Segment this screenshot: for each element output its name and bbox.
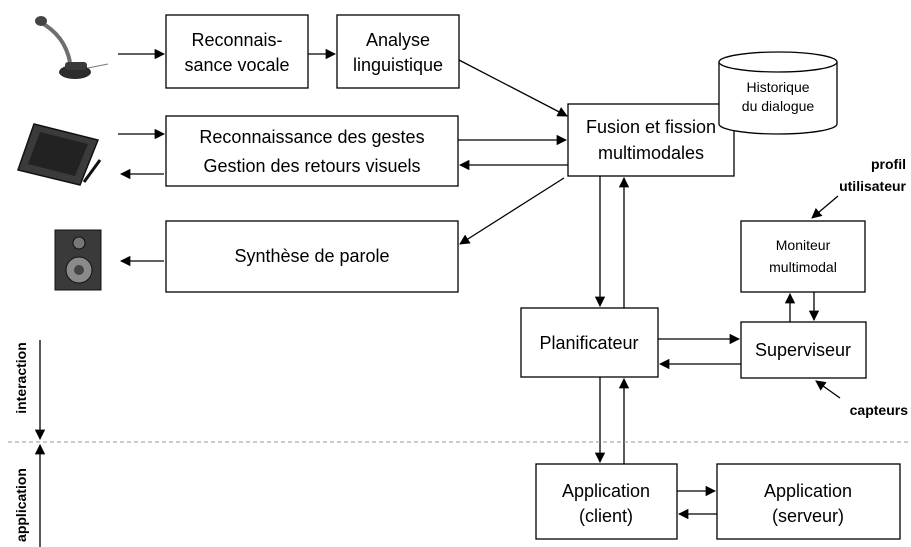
history-label-1: Historique: [746, 79, 809, 95]
monitor-label-1: Moniteur: [776, 237, 831, 253]
tablet-icon: [17, 123, 102, 186]
gesture-label-2: Gestion des retours visuels: [203, 156, 420, 176]
linguistic-analysis-label-2: linguistique: [353, 55, 443, 75]
monitor-box: Moniteur multimodal: [740, 220, 866, 293]
speech-synthesis-label: Synthèse de parole: [234, 246, 389, 266]
supervisor-box: Superviseur: [740, 321, 867, 379]
app-server-label-2: (serveur): [772, 506, 844, 526]
arrow-fusion-to-synthesis: [459, 177, 565, 245]
planner-box: Planificateur: [520, 307, 659, 378]
gesture-box: Reconnaissance des gestes Gestion des re…: [165, 115, 459, 187]
app-server-box: Application (serveur): [716, 463, 901, 540]
profile-label-2: utilisateur: [839, 178, 906, 194]
speech-synthesis-box: Synthèse de parole: [165, 220, 459, 293]
arrow-profile-to-monitor: [811, 195, 839, 219]
app-client-box: Application (client): [535, 463, 678, 540]
speech-recognition-label-2: sance vocale: [184, 55, 289, 75]
speech-recognition-box: Reconnais- sance vocale: [165, 14, 309, 89]
application-layer-label: application: [13, 468, 29, 542]
connector-arrows: [118, 48, 841, 520]
speech-recognition-label-1: Reconnais-: [191, 30, 282, 50]
sensors-label: capteurs: [850, 402, 909, 418]
linguistic-analysis-label-1: Analyse: [366, 30, 430, 50]
planner-label: Planificateur: [539, 333, 638, 353]
fusion-box: Fusion et fission multimodales: [567, 103, 735, 177]
history-label-2: du dialogue: [742, 98, 815, 114]
monitor-label-2: multimodal: [769, 259, 837, 275]
arrow-analysis-to-fusion: [458, 59, 568, 117]
speaker-icon: [54, 229, 102, 291]
profile-label-1: profil: [871, 156, 906, 172]
gesture-label-1: Reconnaissance des gestes: [199, 127, 424, 147]
linguistic-analysis-box: Analyse linguistique: [336, 14, 460, 89]
app-client-label-1: Application: [562, 481, 650, 501]
app-server-label-1: Application: [764, 481, 852, 501]
microphone-icon: [35, 16, 109, 79]
app-client-label-2: (client): [579, 506, 633, 526]
supervisor-label: Superviseur: [755, 340, 851, 360]
fusion-label-2: multimodales: [598, 143, 704, 163]
history-database: Historique du dialogue: [718, 51, 838, 135]
arrow-sensors-to-supervisor: [815, 380, 841, 399]
fusion-label-1: Fusion et fission: [586, 117, 716, 137]
interaction-layer-label: interaction: [13, 342, 29, 414]
